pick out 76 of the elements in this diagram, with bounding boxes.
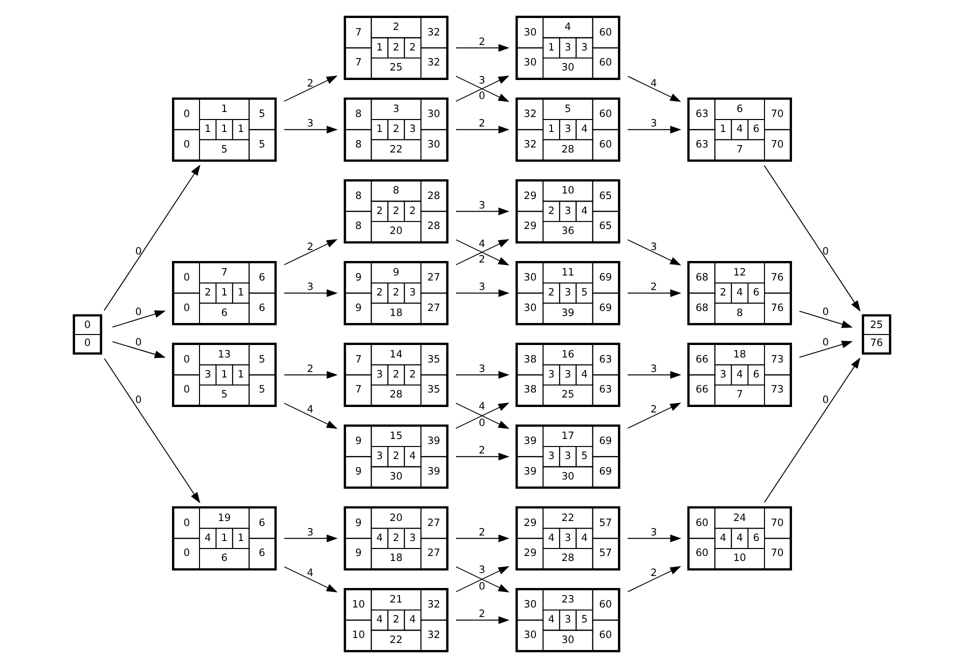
edge-label: 2 [478, 527, 486, 538]
arrow [284, 402, 338, 429]
edge-label: 4 [478, 239, 486, 250]
edge-label: 3 [478, 282, 486, 294]
edge-label: 4 [650, 78, 657, 90]
edge-label: 2 [478, 254, 486, 266]
edge-label: 2 [650, 568, 657, 579]
edge-label: 3 [307, 282, 314, 294]
arrow [456, 616, 510, 624]
edge-label: 2 [478, 609, 486, 620]
arrow [456, 126, 510, 134]
edge-label: 2 [478, 36, 486, 48]
arrow [456, 534, 510, 542]
arrow [627, 76, 682, 102]
arrow [284, 126, 338, 134]
edge-label: 2 [650, 404, 657, 416]
arrow [112, 341, 166, 358]
edge-label: 3 [650, 364, 657, 375]
arrow [284, 76, 338, 102]
edge-label: 3 [307, 527, 314, 538]
edge-label: 4 [307, 568, 314, 579]
edge-label: 0 [822, 246, 829, 258]
arrow [627, 126, 682, 134]
arrow [627, 566, 682, 592]
arrow [284, 566, 338, 592]
edge-label: 2 [307, 242, 314, 253]
edge-label: 2 [478, 118, 486, 130]
arrow [456, 76, 510, 102]
edge-label: 3 [478, 76, 486, 87]
edge-label: 3 [307, 118, 314, 130]
arrow [627, 239, 682, 266]
edge-label: 0 [822, 306, 829, 318]
arrow [456, 289, 510, 297]
arrow [764, 165, 861, 312]
edge-label: 3 [650, 527, 657, 538]
arrow [104, 164, 200, 312]
edge-label: 0 [135, 246, 142, 258]
arrow [627, 402, 682, 429]
edge-label: 0 [822, 337, 829, 348]
arrow [764, 357, 860, 503]
arrow [627, 371, 682, 379]
arrow [112, 310, 166, 328]
edge-label: 0 [135, 395, 142, 406]
arrow [284, 371, 338, 379]
edge-label: 3 [478, 565, 486, 576]
edge-label: 3 [650, 118, 657, 130]
edge-label: 3 [650, 242, 657, 253]
arrow [627, 289, 682, 297]
arrow [456, 452, 510, 460]
arrow [284, 534, 338, 542]
edge-label: 0 [478, 91, 486, 102]
arrow [627, 534, 682, 542]
arrow [456, 44, 510, 52]
arrow [798, 340, 853, 358]
edge-label: 2 [478, 446, 486, 457]
edge-label: 4 [478, 402, 486, 413]
edge-label: 0 [822, 395, 829, 406]
arrow [456, 239, 510, 266]
edge-label: 3 [478, 200, 486, 212]
arrow [456, 566, 510, 592]
arrow [104, 358, 200, 504]
arrow [284, 289, 338, 297]
edge-label: 4 [307, 404, 314, 416]
arrow [284, 239, 338, 266]
edge-label: 3 [478, 364, 486, 375]
edge-label: 2 [307, 78, 314, 90]
arrow [798, 310, 853, 328]
edge-label: 0 [135, 306, 142, 318]
edge-label: 2 [650, 282, 657, 294]
edge-label: 2 [307, 364, 314, 375]
arrow [456, 208, 510, 216]
edge-label: 0 [135, 337, 142, 348]
edge-label: 0 [478, 582, 486, 593]
arrow [456, 402, 510, 429]
edge-label: 0 [478, 418, 486, 430]
arrow [456, 371, 510, 379]
